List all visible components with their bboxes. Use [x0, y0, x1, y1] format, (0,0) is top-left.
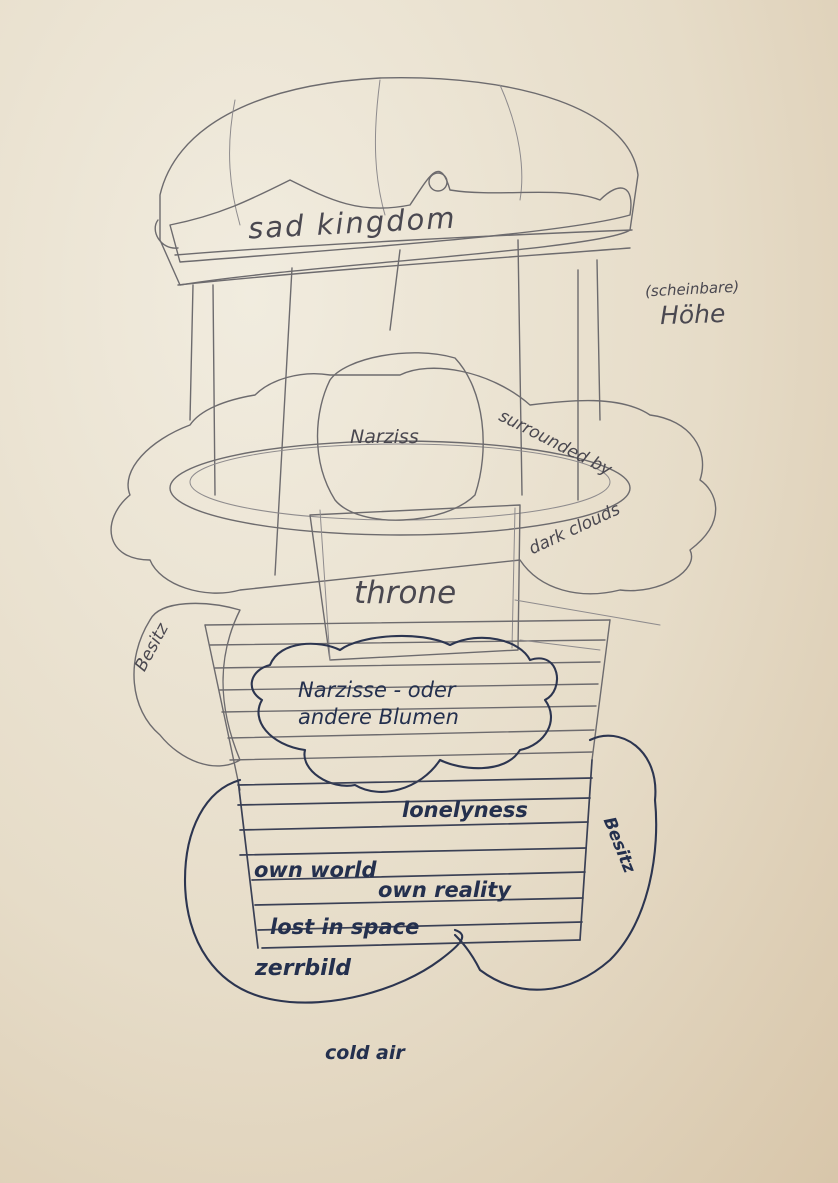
label-lonelyness: lonelyness — [402, 798, 528, 822]
throne-block — [309, 504, 521, 661]
pedestal-sides — [204, 619, 611, 791]
label-throne: throne — [354, 575, 457, 611]
inked-stripes — [237, 777, 593, 949]
label-narzisse-line2: andere Blumen — [298, 705, 459, 729]
canopy-poles — [189, 239, 601, 576]
besitz-right-blob — [453, 734, 658, 991]
label-own-world: own world — [254, 858, 377, 882]
canopy-dome — [159, 77, 639, 286]
crown-jewel — [428, 172, 448, 192]
crown-left-knob — [154, 219, 179, 249]
dark-clouds — [110, 367, 717, 595]
narziss-figure — [316, 352, 484, 521]
label-cold-air: cold air — [325, 1042, 405, 1064]
label-narziss: Narziss — [350, 426, 419, 448]
label-zerrbild: zerrbild — [255, 956, 352, 981]
crown-band-lower — [174, 229, 633, 286]
throne-back — [319, 507, 516, 661]
ring-outer — [169, 440, 631, 536]
pedestal-right-diagonals — [514, 599, 661, 651]
zerrbild-blob — [183, 778, 464, 1004]
label-narzisse-line1: Narzisse - oder — [298, 678, 456, 702]
label-own-reality: own reality — [378, 878, 511, 902]
pedestal-stripes — [204, 619, 611, 761]
canopy-segment-lines — [229, 79, 523, 226]
flower-cloud — [250, 634, 559, 793]
label-lost-in-space: lost in space — [270, 915, 420, 939]
ring-inner — [189, 443, 611, 521]
label-hoehe: Höhe — [659, 298, 726, 331]
inked-sides — [237, 759, 593, 949]
